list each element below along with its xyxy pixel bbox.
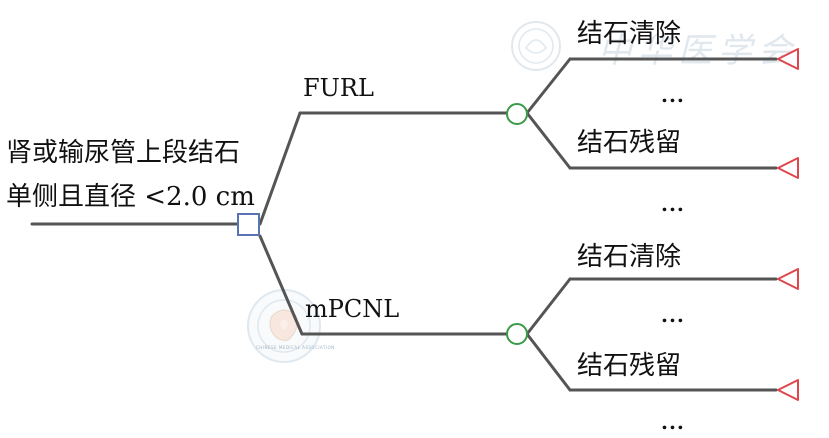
watermark-seal-top: [511, 21, 561, 71]
mpcnl-edge-clear: [525, 277, 572, 336]
outcome-label-mpcnl-residual: 结石残留: [577, 351, 682, 381]
chance-node-mpcnl-circle: [506, 323, 528, 345]
root-label-line2: 单侧且直径 <2.0 cm: [6, 182, 255, 212]
edge-to-furl: [258, 111, 302, 226]
terminal-node-triangle: [777, 48, 799, 70]
decision-node-square: [237, 213, 260, 236]
ellipsis-furl-residual: ...: [661, 192, 685, 216]
furl-edge-clear: [525, 57, 572, 115]
root-label-line1: 肾或输尿管上段结石: [6, 138, 241, 168]
strategy-label-furl: FURL: [303, 74, 374, 102]
terminal-node-triangle: [777, 157, 799, 179]
watermark-text: 中华医学会: [598, 31, 798, 71]
watermark-seal-text: CHINESE MEDICAL ASSOCIATION: [256, 345, 335, 350]
watermark-seal-bottom: [247, 289, 321, 363]
ellipsis-furl-clear: ...: [661, 83, 685, 107]
outcome-label-furl-clear: 结石清除: [577, 19, 682, 49]
ellipsis-mpcnl-residual: ...: [661, 410, 685, 434]
edge-to-mpcnl: [258, 234, 304, 336]
terminal-node-triangle: [777, 268, 799, 290]
outcome-label-mpcnl-clear: 结石清除: [577, 242, 682, 272]
strategy-label-mpcnl: mPCNL: [305, 295, 400, 323]
terminal-node-triangle: [777, 379, 799, 401]
mpcnl-edge-residual: [525, 332, 572, 392]
furl-edge-residual: [525, 111, 572, 170]
outcome-label-furl-residual: 结石残留: [577, 128, 682, 158]
chance-node-furl-circle: [506, 103, 528, 125]
ellipsis-mpcnl-clear: ...: [661, 303, 685, 327]
